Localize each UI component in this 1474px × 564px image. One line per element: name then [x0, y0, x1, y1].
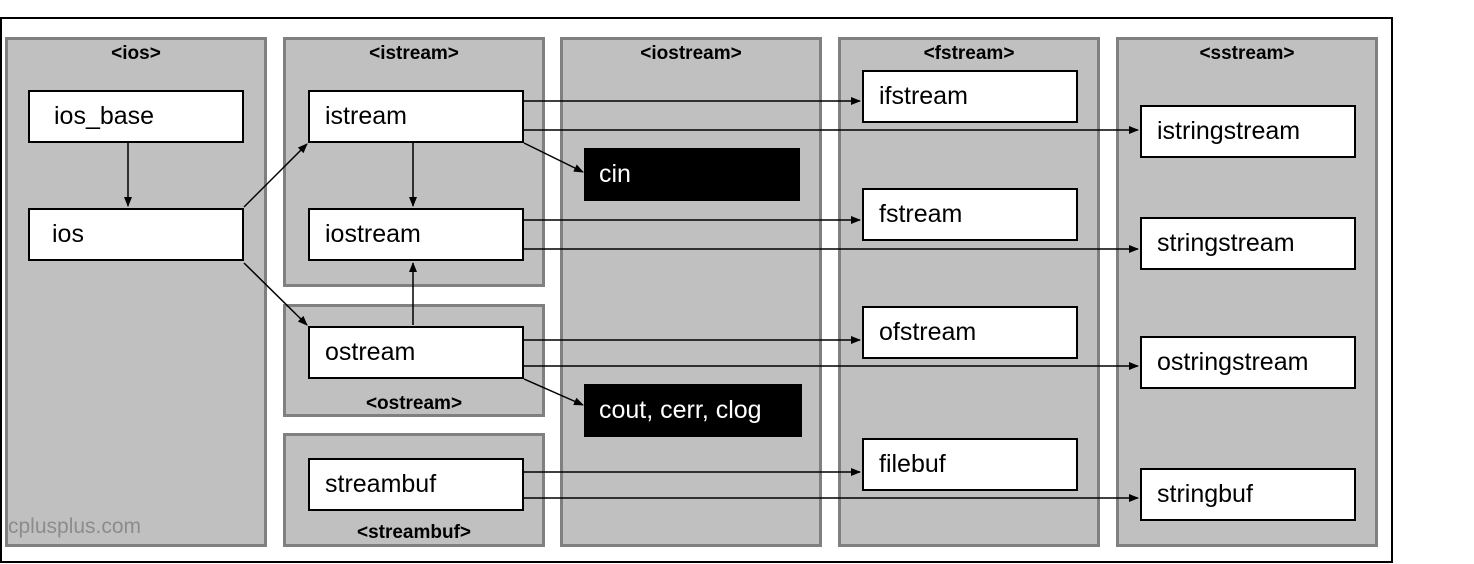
watermark: cplusplus.com	[8, 515, 142, 538]
class-box-ofstream: ofstream	[862, 306, 1078, 359]
class-box-iostream: iostream	[308, 208, 524, 261]
class-box-stringbuf: stringbuf	[1140, 468, 1356, 521]
class-box-ostream: ostream	[308, 326, 524, 379]
panel-fstream-title: <fstream>	[923, 43, 1015, 64]
panel-sstream-title: <sstream>	[1199, 43, 1295, 64]
class-box-fstream: fstream	[862, 188, 1078, 241]
class-box-ios: ios	[28, 208, 244, 261]
class-box-ifstream: ifstream	[862, 70, 1078, 123]
class-box-filebuf: filebuf	[862, 438, 1078, 491]
panel-iostream-title: <iostream>	[640, 43, 742, 64]
class-box-istringstream: istringstream	[1140, 105, 1356, 158]
panel-streambuf-title: <streambuf>	[356, 522, 472, 543]
panel-ostream-title: <ostream>	[365, 393, 463, 414]
panel-istream-title: <istream>	[369, 43, 459, 64]
arrow-ios-to-istream	[243, 143, 308, 208]
arrow-ios-to-ostream	[243, 262, 308, 326]
arrow-istream-to-cin	[523, 142, 584, 173]
class-box-ios-base: ios_base	[28, 90, 244, 143]
panel-ios-title: <ios>	[111, 43, 161, 64]
object-box-cout-cerr-clog: cout, cerr, clog	[584, 384, 802, 437]
arrow-ostream-to-cout	[523, 378, 584, 406]
class-box-streambuf: streambuf	[308, 458, 524, 511]
class-box-stringstream: stringstream	[1140, 217, 1356, 270]
object-box-cin: cin	[584, 148, 800, 201]
panel-iostream: <iostream>	[560, 37, 822, 547]
class-box-istream: istream	[308, 90, 524, 143]
class-box-ostringstream: ostringstream	[1140, 336, 1356, 389]
